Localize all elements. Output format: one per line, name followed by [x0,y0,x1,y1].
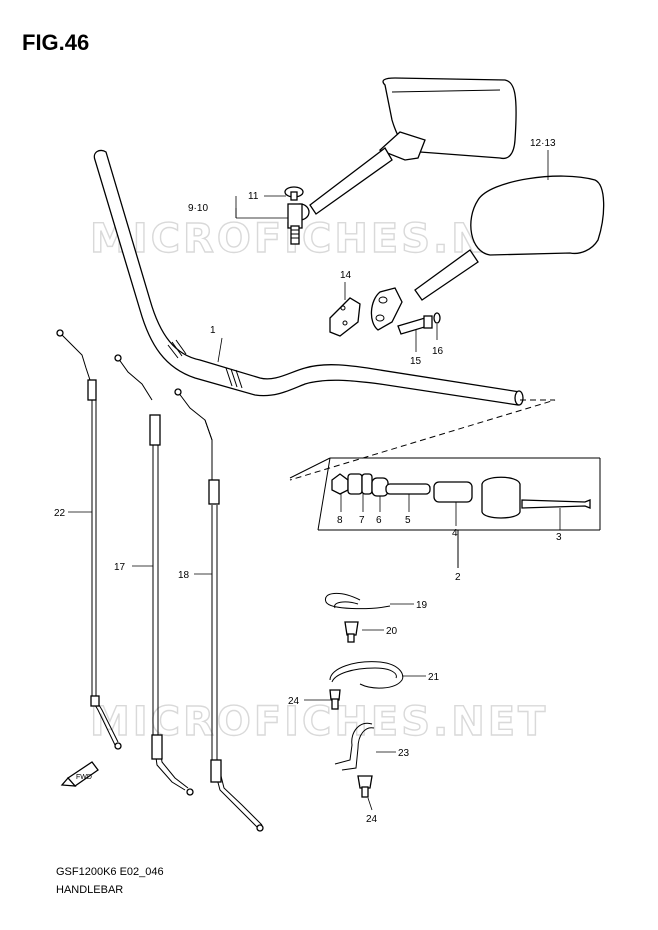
callout-4: 4 [452,528,458,539]
callout-12-13: 12·13 [530,138,556,149]
figure-title: FIG.46 [22,30,90,55]
callout-24-upper: 24 [288,696,300,707]
callout-15: 15 [410,356,422,367]
callout-14: 14 [340,270,352,281]
fwd-arrow-icon: FWD [60,761,99,787]
callout-22: 22 [54,508,66,519]
clamp-21-part [329,661,404,710]
handlebar-part [93,149,524,406]
callout-21: 21 [428,672,440,683]
leader-lines [68,150,561,811]
callout-24-lower: 24 [366,814,378,825]
watermark-bottom: MICROFICHES.NET [90,699,548,745]
callout-5: 5 [405,515,411,526]
callout-19: 19 [416,600,428,611]
callout-labels: 1 2 3 4 5 6 7 8 9·10 11 12·13 14 15 16 1… [54,138,562,825]
callout-9-10: 9·10 [188,203,208,214]
callout-20: 20 [386,626,398,637]
callout-8: 8 [337,515,343,526]
cable-22-part [56,329,122,750]
callout-23: 23 [398,748,410,759]
clamp-23-part [334,722,375,798]
callout-3: 3 [556,532,562,543]
mirror-left-part [284,77,517,245]
callout-1: 1 [210,325,216,336]
callout-6: 6 [376,515,382,526]
callout-18: 18 [178,570,190,581]
cable-18-part [174,388,264,832]
section-name: HANDLEBAR [56,884,124,896]
callout-7: 7 [359,515,365,526]
balancer-assembly-part [331,473,591,519]
clip-19-part [324,593,391,643]
callout-11: 11 [248,191,259,202]
callout-2: 2 [455,572,461,583]
model-code: GSF1200K6 E02_046 [56,866,164,878]
cable-17-part [114,354,194,796]
callout-17: 17 [114,562,126,573]
explode-lines [289,399,601,568]
fwd-label: FWD [76,774,92,781]
mirror-right-part [329,175,605,337]
callout-16: 16 [432,346,444,357]
